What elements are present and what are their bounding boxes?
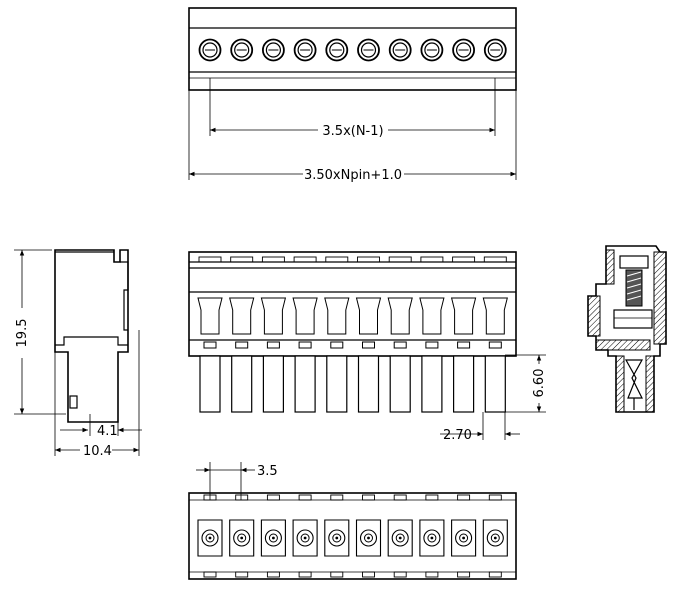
terminal-cell xyxy=(229,494,255,578)
pin-offset-label: 2.70 xyxy=(443,428,472,443)
terminal-cell xyxy=(482,494,508,578)
pin-cell xyxy=(419,256,445,413)
screw-head-icon xyxy=(325,38,349,62)
side-view-body xyxy=(54,249,129,423)
front-view-body xyxy=(188,251,517,357)
pin xyxy=(357,355,380,413)
section-view xyxy=(587,245,667,413)
length-formula-label: 3.50xNpin+1.0 xyxy=(304,168,402,183)
terminal-cell xyxy=(324,494,350,578)
screw-head-icon xyxy=(452,38,476,62)
screw-head-icon xyxy=(357,38,380,62)
pin xyxy=(199,355,221,413)
terminal-cell xyxy=(355,494,382,578)
screw-head-icon xyxy=(293,38,317,62)
pitch-dimension-label: 3.5 xyxy=(257,464,278,479)
bottom-view-pin-row xyxy=(197,494,508,578)
bottom-view: 3.5 xyxy=(188,462,517,580)
front-view-pin-row xyxy=(197,256,508,413)
pin xyxy=(326,355,348,413)
top-view-body xyxy=(188,7,517,91)
bottom-view-body xyxy=(188,492,517,580)
pin-length-label: 6.60 xyxy=(532,369,547,398)
pin-cell xyxy=(450,256,477,413)
top-view: 3.5x(N-1) 3.50xNpin+1.0 xyxy=(188,7,517,183)
depth-inner-label: 4.1 xyxy=(97,424,118,439)
pin xyxy=(421,355,443,413)
side-view: 19.5 4.1 10.4 xyxy=(14,249,142,459)
terminal-cell xyxy=(419,494,445,578)
screw-head-icon xyxy=(420,38,444,62)
pitch-formula-label: 3.5x(N-1) xyxy=(322,124,383,139)
pin xyxy=(389,355,411,413)
pin xyxy=(294,355,316,413)
top-view-screw-row xyxy=(198,38,507,62)
terminal-cell xyxy=(260,494,286,578)
pin xyxy=(262,355,284,413)
screw-head-icon xyxy=(261,38,285,62)
pin xyxy=(453,355,475,413)
pin-cell xyxy=(355,256,382,413)
front-view: 6.60 2.70 xyxy=(188,251,547,443)
pin-cell xyxy=(387,256,413,413)
terminal-cell xyxy=(197,494,223,578)
pin-cell xyxy=(260,256,287,413)
pin-cell xyxy=(197,256,223,413)
pin-cell xyxy=(229,256,255,413)
pin xyxy=(231,355,253,413)
terminal-cell xyxy=(387,494,413,578)
terminal-cell xyxy=(292,494,318,578)
depth-total-label: 10.4 xyxy=(83,444,112,459)
terminal-cell xyxy=(451,494,477,578)
pin-cell xyxy=(292,256,318,413)
pin xyxy=(484,355,506,413)
pin-cell xyxy=(324,256,350,413)
screw-head-icon xyxy=(483,38,507,62)
screw-head-icon xyxy=(230,38,254,62)
pin-cell xyxy=(482,256,508,413)
screw-head-icon xyxy=(388,38,412,62)
height-dimension-label: 19.5 xyxy=(15,319,30,348)
screw-head-icon xyxy=(198,38,222,62)
